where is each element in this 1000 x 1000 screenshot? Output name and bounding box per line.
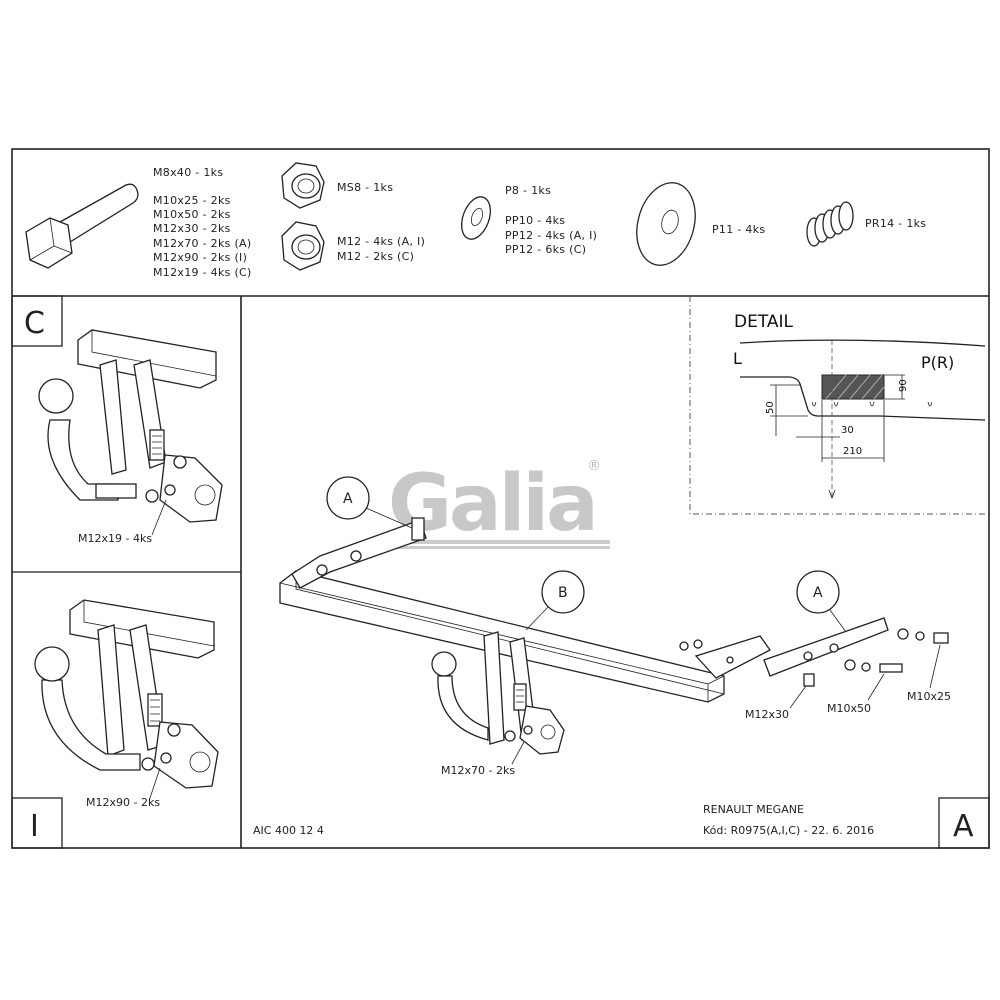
detail-box: DETAIL L P(R) 90 50 30 210 xyxy=(689,296,989,515)
callout-a-left: A xyxy=(326,476,413,529)
detail-title: DETAIL xyxy=(734,312,794,332)
main-assembly: Galia ® xyxy=(279,458,951,777)
dim-50: 50 xyxy=(765,401,776,414)
nut-large-icon xyxy=(281,221,325,271)
bolt-label-m10x50: M10x50 xyxy=(827,702,871,715)
vehicle-name: RENAULT MEGANE xyxy=(703,803,804,816)
dim-30: 30 xyxy=(841,425,854,436)
washer-large-label: P11 - 4ks xyxy=(712,223,765,236)
nut-top-label: MS8 - 1ks xyxy=(337,181,393,194)
nut-icon xyxy=(281,162,325,209)
bolt-label-4: M12x70 - 2ks (A) xyxy=(153,237,251,250)
variant-box: A xyxy=(938,797,990,849)
ball-hitch-c-illustration xyxy=(38,329,223,523)
dim-210: 210 xyxy=(843,446,862,457)
hitch-illustration xyxy=(431,631,565,755)
brand-registered: ® xyxy=(587,458,601,474)
panel-i-letter: I xyxy=(30,809,39,844)
panel-c: C M12x19 - 4ks xyxy=(11,295,223,545)
bumper-line xyxy=(739,339,986,347)
bolt-label-m12x70: M12x70 - 2ks xyxy=(441,764,515,777)
bolt-label-2: M10x50 - 2ks xyxy=(153,208,231,221)
small-washer-icon xyxy=(461,196,491,240)
callout-a-right: A xyxy=(796,570,847,633)
spring-label: PR14 - 1ks xyxy=(865,217,926,230)
nut-bottom-label-1: M12 - 2ks (C) xyxy=(337,250,414,263)
crossbar-illustration xyxy=(279,517,949,703)
svg-text:A: A xyxy=(343,491,353,507)
bolt-icon xyxy=(25,183,139,269)
drawing-frame xyxy=(11,148,990,849)
bolt-label-6: M12x19 - 4ks (C) xyxy=(153,266,252,279)
detail-label-l: L xyxy=(733,349,742,368)
panel-i-leader xyxy=(149,767,161,799)
floor-profile xyxy=(740,376,986,421)
svg-text:B: B xyxy=(558,585,568,601)
bolt-label-5: M12x90 - 2ks (I) xyxy=(153,251,247,264)
washer-small-label-2: PP12 - 4ks (A, I) xyxy=(505,229,597,242)
washer-small-label-1: PP10 - 4ks xyxy=(505,214,565,227)
bolt-label-0: M8x40 - 1ks xyxy=(153,166,223,179)
bolt-label-3: M12x30 - 2ks xyxy=(153,222,231,235)
svg-text:A: A xyxy=(813,585,823,601)
panel-c-leader xyxy=(151,499,167,536)
washer-small-label-0: P8 - 1ks xyxy=(505,184,551,197)
panel-i: I M12x90 - 2ks xyxy=(11,599,219,849)
large-washer-icon xyxy=(636,182,696,266)
variant-letter: A xyxy=(953,809,974,844)
panel-c-bolt-label: M12x19 - 4ks xyxy=(78,532,152,545)
drawing-code: AIC 400 12 4 xyxy=(253,824,324,837)
washer-small-label-3: PP12 - 6ks (C) xyxy=(505,243,586,256)
callout-b: B xyxy=(525,570,585,631)
dim-90: 90 xyxy=(898,379,909,392)
panel-c-letter: C xyxy=(24,306,45,341)
detail-label-p: P(R) xyxy=(921,353,954,372)
spring-icon xyxy=(806,201,854,247)
drawing-kod: Kód: R0975(A,I,C) - 22. 6. 2016 xyxy=(703,824,874,837)
ball-hitch-i-illustration xyxy=(34,599,219,789)
bolt-label-1: M10x25 - 2ks xyxy=(153,194,231,207)
parts-header: M8x40 - 1ks M10x25 - 2ks M10x50 - 2ks M1… xyxy=(25,162,926,279)
bolt-label-m12x30: M12x30 xyxy=(745,708,789,721)
nut-bottom-label-0: M12 - 4ks (A, I) xyxy=(337,235,425,248)
bolt-label-m10x25: M10x25 xyxy=(907,690,951,703)
panel-i-bolt-label: M12x90 - 2ks xyxy=(86,796,160,809)
